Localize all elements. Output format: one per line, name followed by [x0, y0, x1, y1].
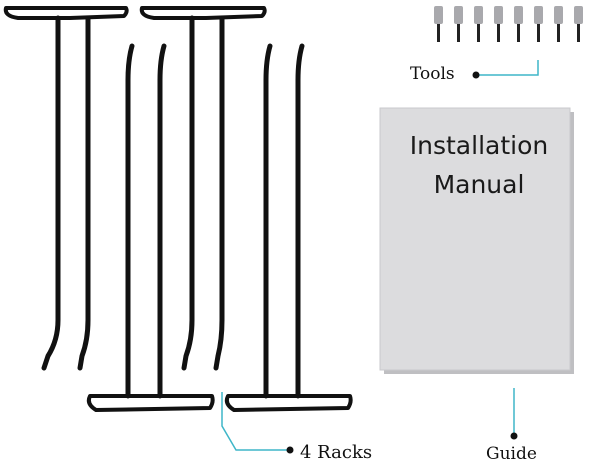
screw-7 — [554, 6, 563, 42]
screw-5 — [514, 6, 523, 42]
manual-booklet — [379, 107, 574, 374]
screw-2 — [454, 6, 463, 42]
screw-4 — [494, 6, 503, 42]
tools-dot — [472, 71, 480, 79]
screw-set — [434, 6, 583, 42]
tools-label: Tools — [410, 64, 455, 84]
callout-dots — [286, 71, 518, 454]
racks-dot — [286, 446, 294, 454]
manual-title-line2: Manual — [433, 170, 525, 199]
guide-label: Guide — [486, 444, 537, 464]
screw-8 — [574, 6, 583, 42]
callout-lines — [221, 60, 539, 451]
tools-callout-line — [476, 60, 539, 76]
racks-label: 4 Racks — [300, 442, 373, 463]
screw-1 — [434, 6, 443, 42]
racks-callout-line — [221, 392, 290, 451]
rack-4 — [224, 43, 353, 412]
screw-3 — [474, 6, 483, 42]
rack-2 — [139, 6, 267, 371]
guide-dot — [510, 432, 518, 440]
manual-title-line1: Installation — [409, 131, 549, 160]
rack-1 — [3, 6, 129, 371]
screw-6 — [534, 6, 543, 42]
rack-3 — [86, 43, 215, 412]
